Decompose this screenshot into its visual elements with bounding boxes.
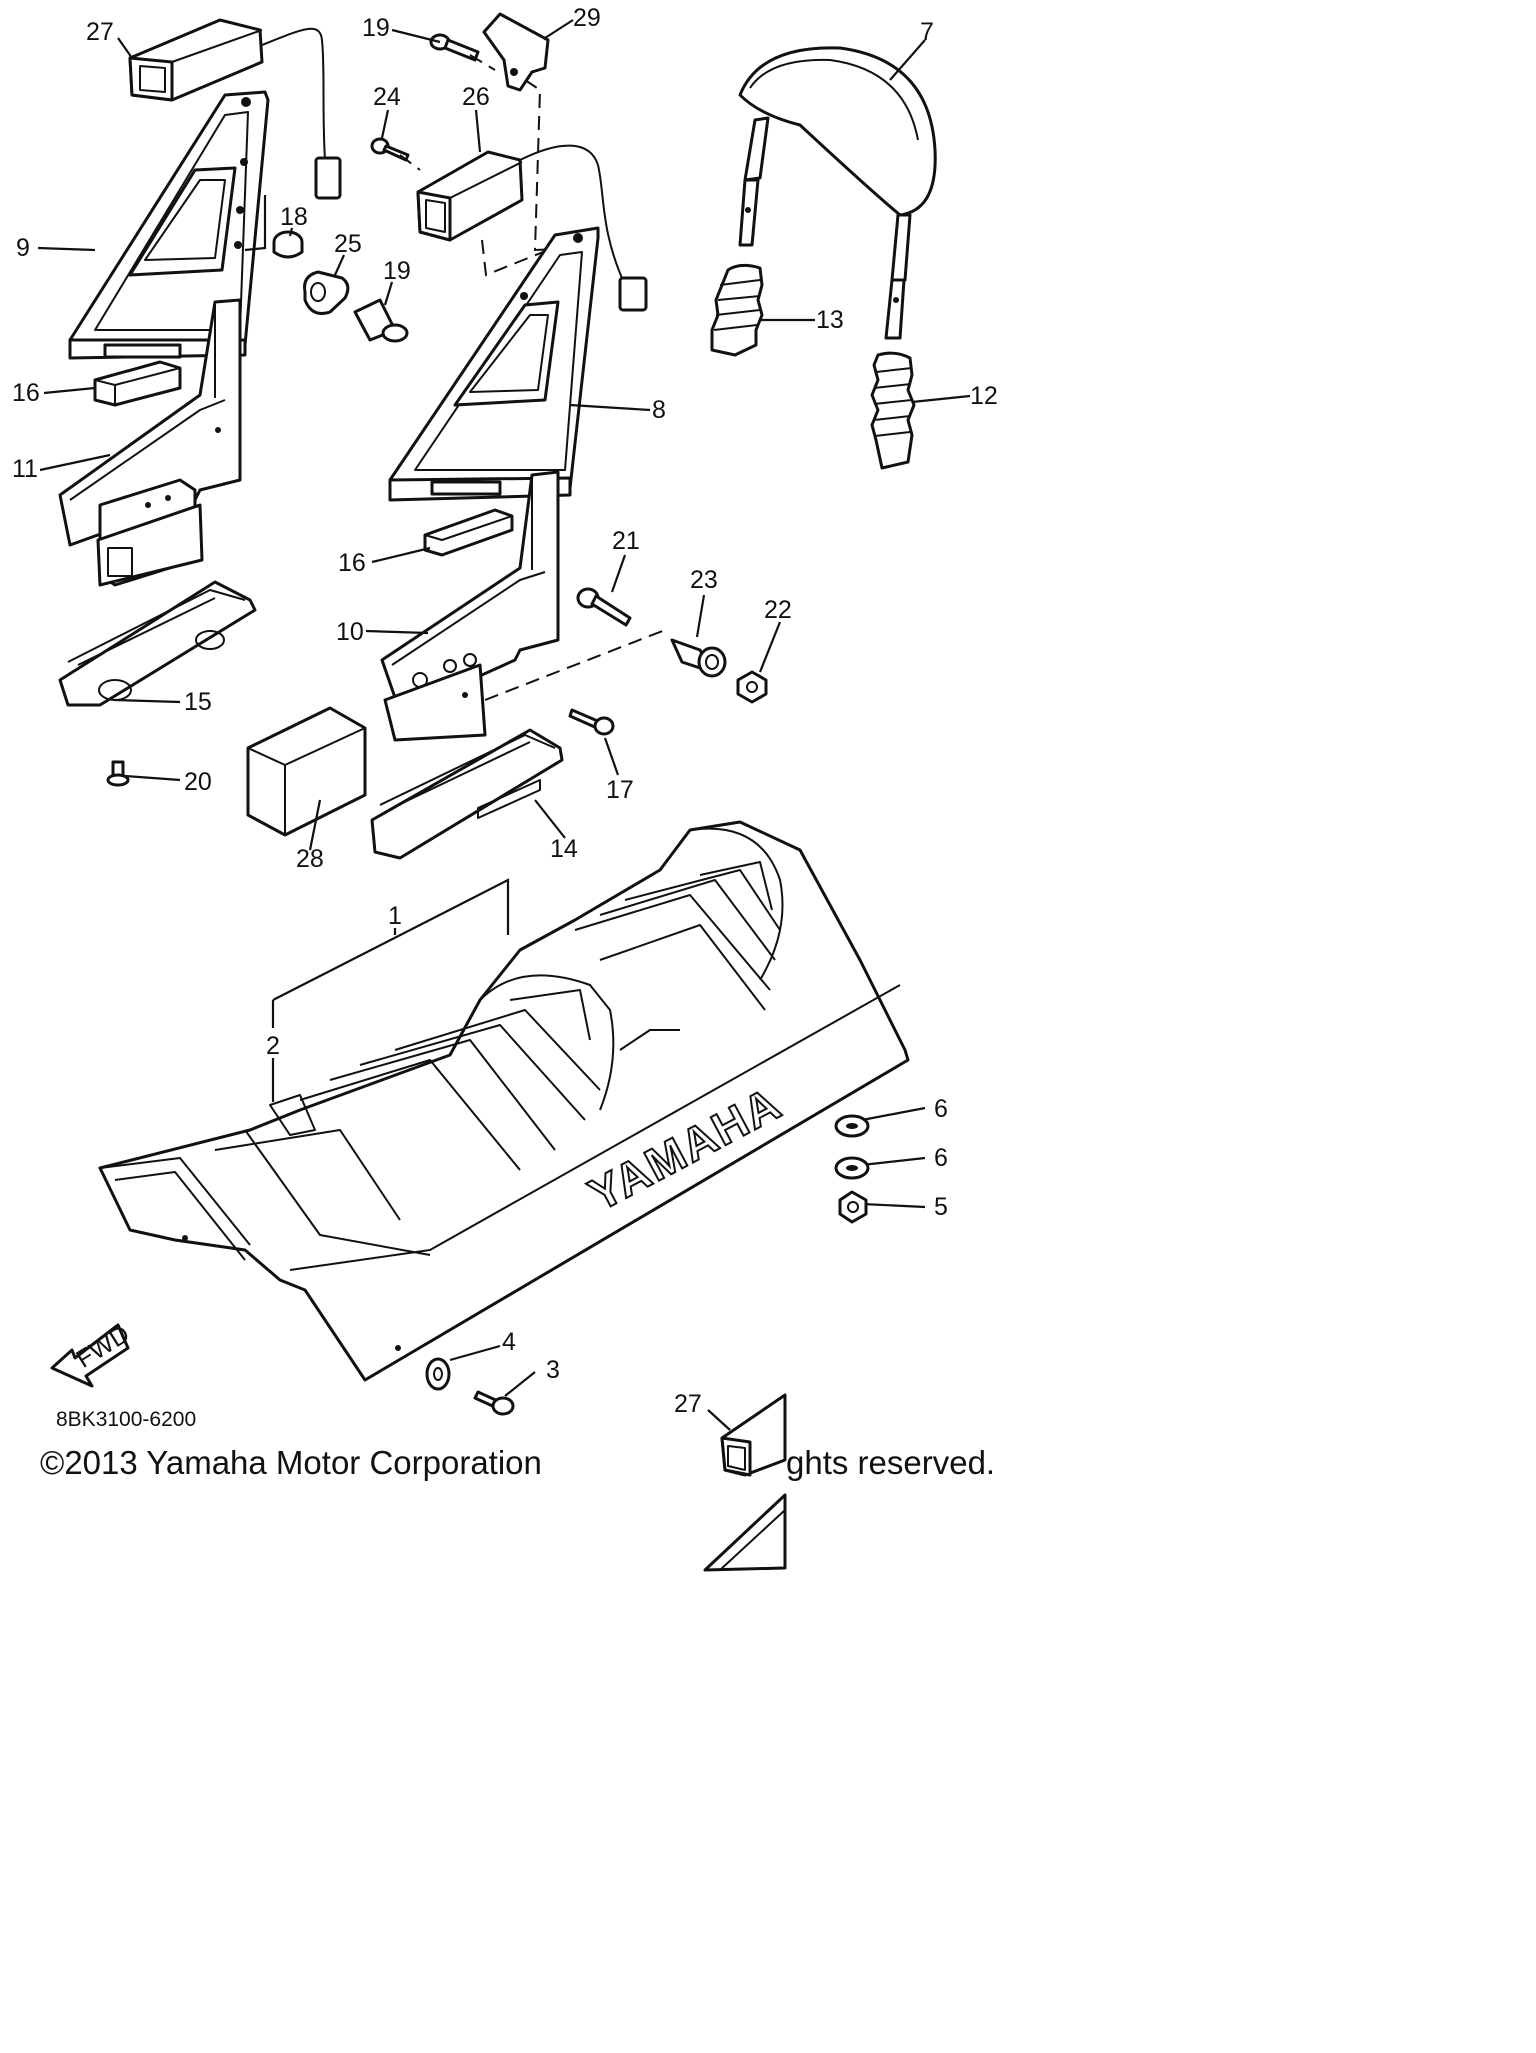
callout-8: 8 [652, 396, 666, 424]
callout-3: 3 [546, 1356, 560, 1384]
part-28-cover [246, 706, 367, 837]
part-8-backrest-frame [388, 226, 600, 502]
part-7-backrest-pad [738, 46, 937, 340]
callout-16-left: 16 [12, 379, 40, 407]
callout-1: 1 [388, 902, 402, 930]
callout-22: 22 [764, 596, 792, 624]
part-14-rail-cover [370, 728, 564, 860]
callout-15: 15 [184, 688, 212, 716]
part-13-boot [710, 263, 764, 357]
callout-9: 9 [16, 234, 30, 262]
callout-6-b: 6 [934, 1144, 948, 1172]
callout-25: 25 [334, 230, 362, 258]
copyright-left: ©2013 Yamaha Motor Corporation [40, 1444, 542, 1481]
part-29-bracket [482, 12, 550, 92]
callout-21: 21 [612, 527, 640, 555]
part-25-clamp [303, 270, 350, 315]
part-12-boot [870, 351, 916, 470]
callout-5: 5 [934, 1193, 948, 1221]
part-1-seat [98, 820, 910, 1382]
leader-lines [37, 19, 971, 1431]
part-5-nut [838, 1190, 868, 1224]
fwd-arrow-icon: FWD [50, 1320, 134, 1388]
callout-11: 11 [12, 455, 38, 483]
part-9-backrest-frame [68, 90, 270, 360]
part-21-bolt [576, 587, 632, 627]
part-3-bolt [473, 1390, 515, 1416]
part-20-screw [106, 760, 130, 787]
callout-2: 2 [266, 1032, 280, 1060]
callout-24: 24 [373, 83, 401, 111]
callout-29: 29 [573, 4, 601, 32]
callout-13: 13 [816, 306, 844, 334]
callout-28: 28 [296, 845, 324, 873]
callout-19-mid: 19 [383, 257, 411, 285]
part-18-collar [272, 230, 304, 259]
callout-17: 17 [606, 776, 634, 804]
part-6-washer-a [834, 1114, 870, 1138]
callout-numbers: 27 19 29 7 24 26 18 25 19 9 13 12 8 16 1… [12, 4, 998, 1418]
callout-26: 26 [462, 83, 490, 111]
part-27-partial [703, 1393, 787, 1572]
parts-diagram: FWD YAMAHA 27 19 29 7 24 26 18 25 19 9 1… [12, 4, 998, 1572]
callout-4: 4 [502, 1328, 516, 1356]
part-17-screw [568, 708, 615, 736]
callout-27: 27 [86, 18, 114, 46]
callout-7: 7 [920, 18, 934, 46]
callout-16-right: 16 [338, 549, 366, 577]
callout-18: 18 [280, 203, 308, 231]
callout-20: 20 [184, 768, 212, 796]
callout-10: 10 [336, 618, 364, 646]
part-4-washer [425, 1357, 451, 1391]
part-code: 8BK3100-6200 [56, 1408, 197, 1431]
part-23-collar [670, 638, 727, 678]
part-19-bolt-middle [353, 298, 409, 343]
part-26-switch [399, 144, 648, 312]
part-11-bracket-left [58, 298, 242, 587]
copyright-right: ghts reserved. [786, 1444, 996, 1481]
part-15-rail-cover [58, 580, 257, 707]
callout-14: 14 [550, 835, 578, 863]
callout-6-a: 6 [934, 1095, 948, 1123]
callout-19-top: 19 [362, 14, 390, 42]
callout-27-bottom: 27 [674, 1390, 702, 1418]
part-10-bracket-right [380, 470, 560, 742]
part-16-pad-left [93, 360, 182, 407]
part-22-nut [736, 670, 768, 704]
callout-12: 12 [970, 382, 998, 410]
part-16-pad-right [423, 508, 514, 557]
callout-23: 23 [690, 566, 718, 594]
part-27-switch [128, 18, 342, 200]
part-6-washer-b [834, 1156, 870, 1180]
